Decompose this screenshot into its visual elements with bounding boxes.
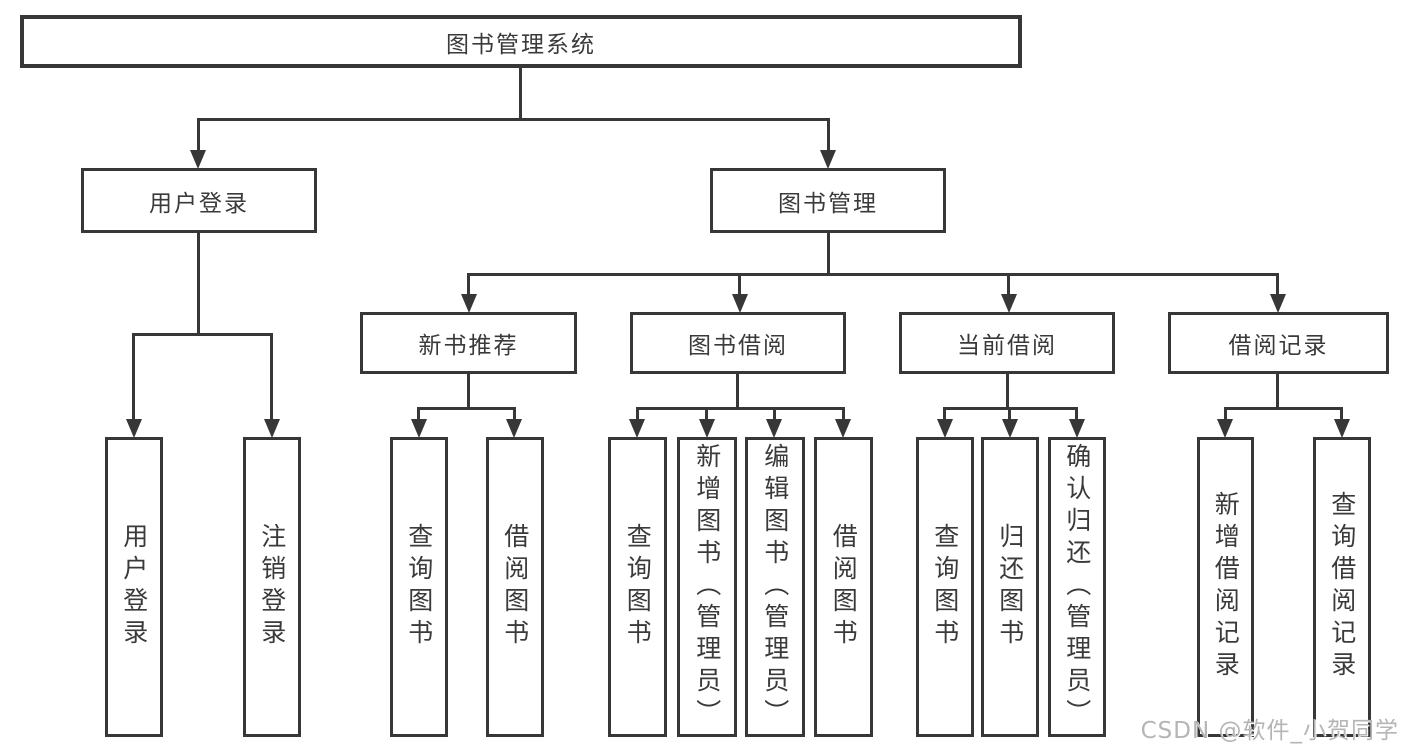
- arrow-down-icon: [1069, 419, 1085, 438]
- arrow-down-icon: [506, 419, 522, 438]
- connector-drop-leaf: [132, 333, 135, 419]
- leaf-edit-book-admin-label: 编辑图书（管理员）: [760, 443, 790, 731]
- arrow-down-icon: [461, 294, 477, 313]
- leaf-confirm-return-admin: 确认归还（管理员）: [1048, 437, 1106, 737]
- connector-level3-branch: [467, 273, 1279, 276]
- leaf-query-book-label: 查询图书: [623, 523, 653, 651]
- connector-root-stub: [519, 68, 522, 118]
- node-user-login-label: 用户登录: [149, 190, 249, 217]
- connector-group1-branch: [417, 407, 516, 410]
- arrow-down-icon: [835, 419, 851, 438]
- connector-drop-leaf: [513, 407, 516, 420]
- connector-drop-group: [1007, 273, 1010, 294]
- leaf-user-login-label: 用户登录: [119, 523, 149, 651]
- leaf-confirm-return-admin-label: 确认归还（管理员）: [1062, 443, 1092, 731]
- node-current-borrowing-label: 当前借阅: [957, 333, 1057, 359]
- leaf-add-borrow-record: 新增借阅记录: [1197, 437, 1254, 737]
- leaf-borrow-book-label: 借阅图书: [829, 523, 859, 651]
- leaf-query-borrow-record-label: 查询借阅记录: [1327, 491, 1357, 683]
- connector-drop-group: [738, 273, 741, 294]
- node-current-borrowing: 当前借阅: [899, 312, 1115, 374]
- connector-drop-leaf: [1008, 407, 1011, 420]
- arrow-down-icon: [126, 419, 142, 438]
- connector-drop-leaf: [842, 407, 845, 420]
- node-new-book-recommendation: 新书推荐: [360, 312, 577, 374]
- connector-group3-stub: [1006, 374, 1009, 407]
- leaf-add-book-admin-label: 新增图书（管理员）: [692, 443, 722, 731]
- leaf-logout-label: 注销登录: [257, 523, 287, 651]
- node-book-borrowing: 图书借阅: [630, 312, 846, 374]
- node-borrowing-records-label: 借阅记录: [1228, 333, 1329, 359]
- connector-group2-branch: [636, 407, 845, 410]
- connector-group2-stub: [736, 374, 739, 407]
- connector-drop-leaf: [943, 407, 946, 420]
- leaf-edit-book-admin: 编辑图书（管理员）: [745, 437, 805, 737]
- leaf-query-borrow-record: 查询借阅记录: [1313, 437, 1371, 737]
- arrow-down-icon: [1270, 294, 1286, 313]
- arrow-down-icon: [411, 419, 427, 438]
- leaf-return-book: 归还图书: [981, 437, 1039, 737]
- connector-drop-leaf: [636, 407, 639, 420]
- leaf-borrow-book: 借阅图书: [486, 437, 544, 737]
- arrow-down-icon: [264, 419, 280, 438]
- connector-user-login-branch: [132, 333, 273, 336]
- connector-drop-leaf: [1075, 407, 1078, 420]
- leaf-query-book-label: 查询图书: [404, 523, 434, 651]
- node-book-management-label: 图书管理: [778, 190, 878, 217]
- arrow-down-icon: [629, 419, 645, 438]
- connector-group4-stub: [1276, 374, 1279, 407]
- leaf-add-book-admin: 新增图书（管理员）: [677, 437, 737, 737]
- csdn-watermark: CSDN @软件_小贺同学: [1140, 718, 1399, 744]
- arrow-down-icon: [1217, 419, 1233, 438]
- node-library-system-label: 图书管理系统: [446, 31, 596, 58]
- leaf-logout: 注销登录: [243, 437, 301, 737]
- connector-drop-leaf: [1224, 407, 1227, 420]
- node-new-book-recommendation-label: 新书推荐: [418, 333, 519, 359]
- arrow-down-icon: [732, 294, 748, 313]
- arrow-down-icon: [937, 419, 953, 438]
- connector-drop-leaf: [1340, 407, 1343, 420]
- arrow-down-icon: [1002, 419, 1018, 438]
- leaf-borrow-book: 借阅图书: [814, 437, 873, 737]
- connector-book-management-stub: [827, 233, 830, 273]
- connector-drop-leaf: [270, 333, 273, 419]
- leaf-borrow-book-label: 借阅图书: [500, 523, 530, 651]
- arrow-down-icon: [699, 419, 715, 438]
- connector-drop-group: [467, 273, 470, 294]
- connector-drop-book-management: [827, 118, 830, 151]
- arrow-down-icon: [1001, 294, 1017, 313]
- connector-drop-leaf: [417, 407, 420, 420]
- arrow-down-icon: [820, 150, 836, 169]
- leaf-query-book: 查询图书: [916, 437, 974, 737]
- arrow-down-icon: [190, 150, 206, 169]
- connector-user-login-stub: [197, 233, 200, 333]
- leaf-user-login: 用户登录: [105, 437, 163, 737]
- connector-drop-group: [1276, 273, 1279, 294]
- connector-root-branch: [197, 118, 830, 121]
- leaf-add-borrow-record-label: 新增借阅记录: [1211, 491, 1241, 683]
- connector-drop-leaf: [773, 407, 776, 420]
- leaf-query-book-label: 查询图书: [930, 523, 960, 651]
- leaf-query-book: 查询图书: [608, 437, 667, 737]
- connector-drop-user-login: [197, 118, 200, 151]
- connector-group4-branch: [1224, 407, 1343, 410]
- leaf-query-book: 查询图书: [390, 437, 448, 737]
- connector-drop-leaf: [705, 407, 708, 420]
- leaf-return-book-label: 归还图书: [995, 523, 1025, 651]
- node-book-borrowing-label: 图书借阅: [688, 333, 788, 359]
- arrow-down-icon: [766, 419, 782, 438]
- node-library-system: 图书管理系统: [20, 15, 1022, 68]
- arrow-down-icon: [1334, 419, 1350, 438]
- node-user-login: 用户登录: [81, 168, 317, 233]
- node-book-management: 图书管理: [710, 168, 946, 233]
- node-borrowing-records: 借阅记录: [1168, 312, 1389, 374]
- connector-group1-stub: [467, 374, 470, 407]
